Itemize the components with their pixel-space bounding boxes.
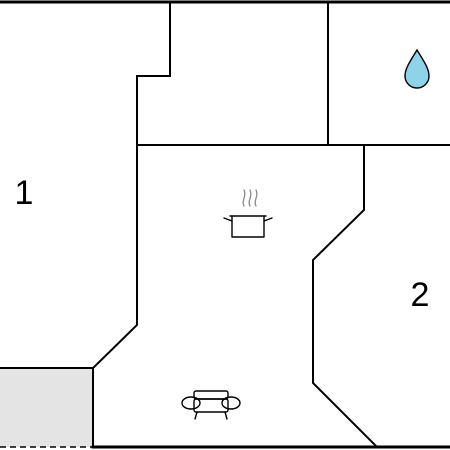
cooking-pot-icon: [223, 189, 273, 238]
sofa-icon: [181, 390, 241, 420]
water-drop-icon: [404, 48, 430, 89]
terrace-area: [0, 367, 94, 448]
room-2-label: 2: [411, 276, 430, 314]
room-1-label: 1: [15, 174, 34, 212]
interior-walls: [92, 1, 450, 449]
